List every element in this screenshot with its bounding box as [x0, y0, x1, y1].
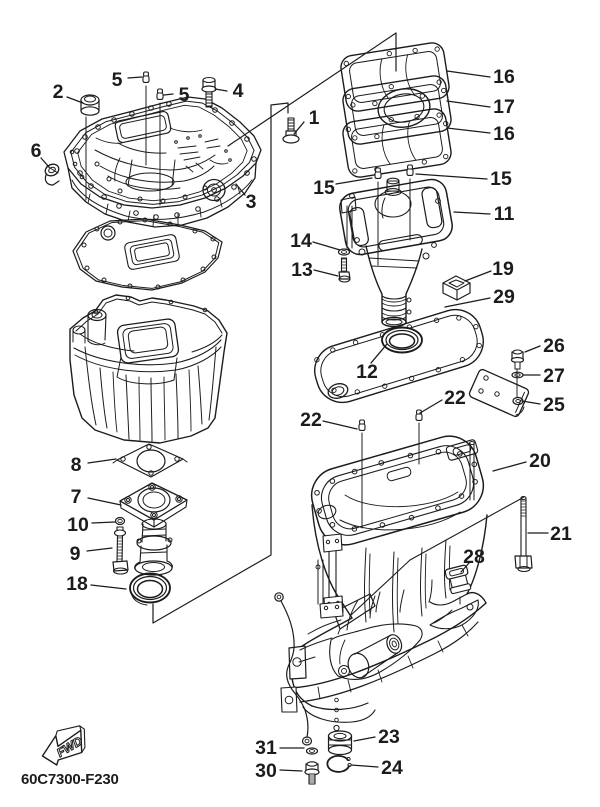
svg-text:16: 16 — [493, 66, 515, 88]
svg-text:1: 1 — [309, 107, 320, 129]
svg-text:25: 25 — [543, 394, 565, 416]
svg-text:19: 19 — [492, 258, 514, 280]
svg-text:20: 20 — [529, 450, 551, 472]
svg-text:10: 10 — [67, 514, 89, 536]
svg-text:4: 4 — [233, 80, 244, 102]
svg-text:2: 2 — [53, 81, 64, 103]
svg-text:23: 23 — [378, 726, 400, 748]
svg-text:5: 5 — [112, 69, 123, 91]
svg-text:26: 26 — [543, 335, 565, 357]
svg-text:14: 14 — [290, 230, 312, 252]
svg-text:29: 29 — [493, 286, 515, 308]
svg-text:30: 30 — [255, 760, 277, 782]
svg-text:13: 13 — [291, 259, 313, 281]
svg-text:22: 22 — [300, 409, 322, 431]
svg-text:18: 18 — [66, 573, 88, 595]
svg-text:21: 21 — [550, 523, 572, 545]
svg-text:17: 17 — [493, 96, 515, 118]
svg-text:11: 11 — [494, 203, 515, 225]
svg-text:27: 27 — [543, 365, 565, 387]
svg-text:28: 28 — [463, 546, 485, 568]
svg-text:22: 22 — [444, 387, 466, 409]
svg-text:24: 24 — [381, 757, 403, 779]
svg-text:15: 15 — [490, 168, 512, 190]
svg-text:60C7300-F230: 60C7300-F230 — [21, 771, 119, 788]
svg-text:31: 31 — [255, 737, 277, 759]
svg-text:12: 12 — [356, 361, 378, 383]
svg-text:6: 6 — [31, 140, 42, 162]
svg-text:16: 16 — [493, 123, 515, 145]
svg-text:9: 9 — [70, 543, 81, 565]
svg-text:3: 3 — [246, 191, 257, 213]
svg-text:7: 7 — [71, 486, 82, 508]
svg-text:8: 8 — [71, 454, 82, 476]
svg-text:15: 15 — [313, 177, 335, 199]
svg-text:5: 5 — [179, 84, 190, 106]
